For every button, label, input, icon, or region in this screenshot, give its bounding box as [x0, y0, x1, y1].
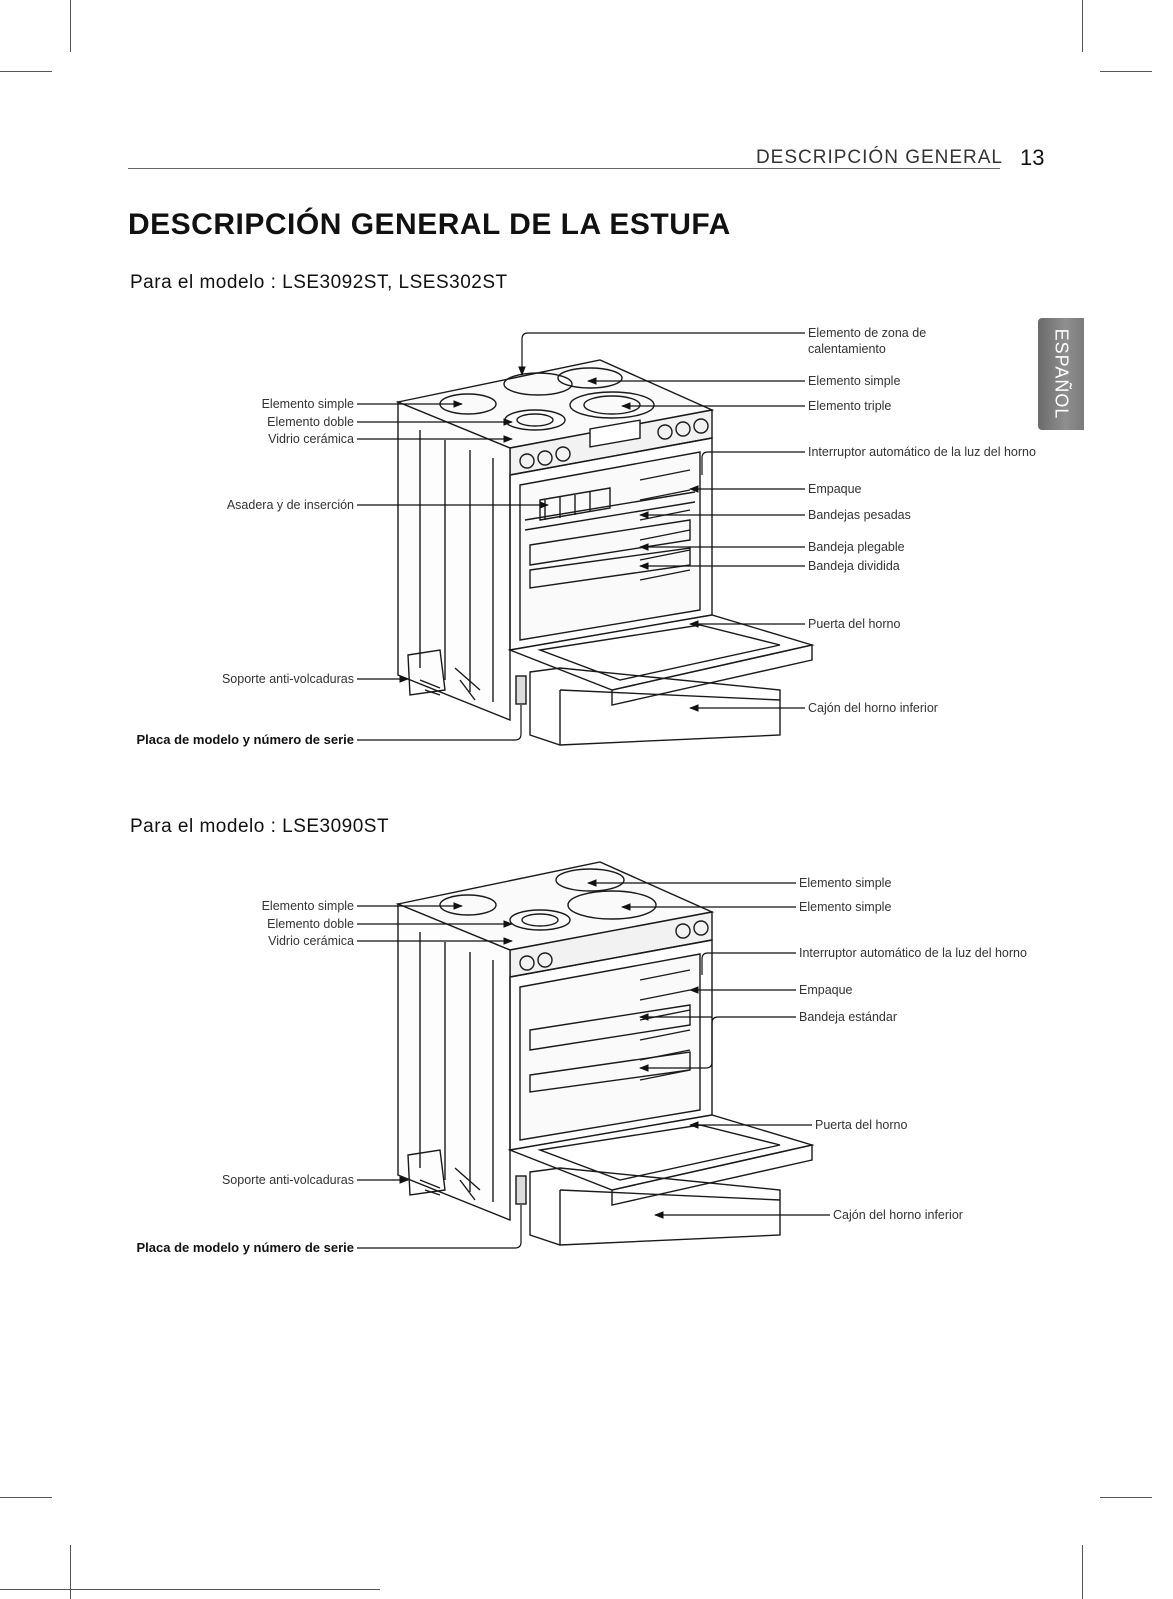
- label-ceramic-glass: Vidrio cerámica: [268, 934, 354, 948]
- crop-mark: [1082, 0, 1083, 52]
- label-gasket: Empaque: [799, 983, 853, 997]
- label-light-switch: Interruptor automático de la luz del hor…: [808, 445, 1036, 459]
- label-lower-drawer: Cajón del horno inferior: [808, 701, 938, 715]
- crop-mark: [1082, 1545, 1083, 1599]
- range-illustration-1: [395, 359, 815, 746]
- model-2-heading: Para el modelo : LSE3090ST: [130, 816, 390, 837]
- page-title: DESCRIPCIÓN GENERAL DE LA ESTUFA: [128, 208, 731, 241]
- header-rule: [128, 168, 1000, 169]
- label-serial-plate: Placa de modelo y número de serie: [137, 1240, 354, 1255]
- label-anti-tip: Soporte anti-volcaduras: [222, 1173, 354, 1187]
- label-oven-door: Puerta del horno: [808, 617, 900, 631]
- label-folding-rack: Bandeja plegable: [808, 540, 905, 554]
- labels-1: Elemento de zona de calentamiento Elemen…: [137, 326, 1036, 747]
- label-light-switch: Interruptor automático de la luz del hor…: [799, 946, 1027, 960]
- labels-2: Elemento simple Elemento simple Interrup…: [137, 876, 1027, 1255]
- range-illustration-2: [395, 861, 815, 1246]
- label-standard-rack: Bandeja estándar: [799, 1010, 897, 1024]
- label-serial-plate: Placa de modelo y número de serie: [137, 732, 354, 747]
- model-1-heading: Para el modelo : LSE3092ST, LSES302ST: [130, 272, 508, 293]
- label-dual-element: Elemento doble: [267, 917, 354, 931]
- label-warming-zone-line2: calentamiento: [808, 342, 886, 356]
- label-single-element-left: Elemento simple: [262, 397, 354, 411]
- crop-mark: [1100, 71, 1152, 72]
- label-ceramic-glass: Vidrio cerámica: [268, 432, 354, 446]
- page-number: 13: [1020, 145, 1045, 170]
- leader-lines-1: [357, 332, 805, 741]
- label-warming-zone-line1: Elemento de zona de: [808, 326, 926, 340]
- crop-mark: [1100, 1497, 1152, 1498]
- label-heavy-racks: Bandejas pesadas: [808, 508, 911, 522]
- label-oven-door: Puerta del horno: [815, 1118, 907, 1132]
- label-lower-drawer: Cajón del horno inferior: [833, 1208, 963, 1222]
- label-triple-element: Elemento triple: [808, 399, 891, 413]
- label-dual-element: Elemento doble: [267, 415, 354, 429]
- label-single-element-left: Elemento simple: [262, 899, 354, 913]
- language-tab: ESPAÑOL: [1038, 318, 1084, 430]
- crop-mark: [70, 1545, 71, 1599]
- label-single-element-right: Elemento simple: [808, 374, 900, 388]
- crop-mark: [0, 71, 52, 72]
- header-section-title: DESCRIPCIÓN GENERAL: [755, 147, 1003, 168]
- label-single-element-right-1: Elemento simple: [799, 876, 891, 890]
- label-split-rack: Bandeja dividida: [808, 559, 900, 573]
- label-anti-tip: Soporte anti-volcaduras: [222, 672, 354, 686]
- crop-mark: [70, 0, 71, 52]
- label-gasket: Empaque: [808, 482, 862, 496]
- leader-lines-2: [357, 879, 830, 1249]
- crop-mark: [0, 1497, 52, 1498]
- footer-rule: [0, 1589, 380, 1590]
- label-single-element-right-2: Elemento simple: [799, 900, 891, 914]
- label-broiler-pan: Asadera y de inserción: [227, 498, 354, 512]
